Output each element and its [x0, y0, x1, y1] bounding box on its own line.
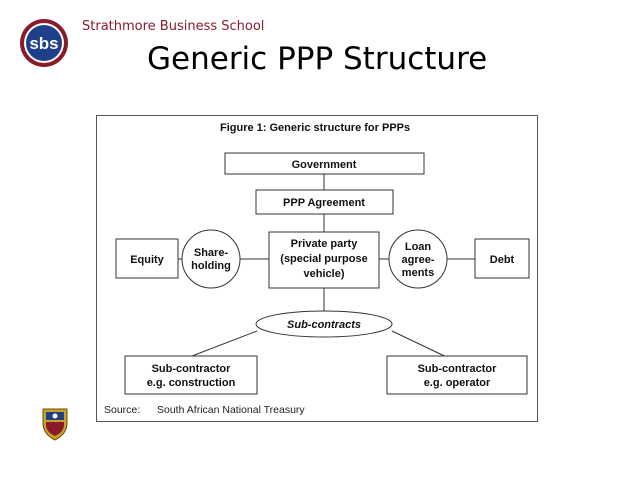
shareholding-circle: [181, 229, 241, 289]
ppp-agreement-box: [255, 189, 394, 215]
subcontractor-operator-box: [386, 355, 528, 395]
equity-box: [115, 238, 179, 279]
private-party-label-line3: vehicle): [304, 268, 345, 280]
ppp-agreement-label: PPP Agreement: [283, 197, 365, 209]
loan-label-line1: Loan: [405, 241, 432, 253]
subcontracts-ellipse: [255, 310, 393, 338]
equity-label: Equity: [130, 254, 164, 266]
logo-text: sbs: [29, 34, 58, 53]
slide-title: Generic PPP Structure: [147, 41, 488, 77]
source-label: Source:: [104, 404, 140, 416]
subcontractor-operator-line2: e.g. operator: [424, 377, 491, 389]
private-party-label-line1: Private party: [291, 238, 359, 250]
loan-agreements-circle: [388, 229, 448, 289]
private-party-label-line2: (special purpose: [280, 253, 367, 265]
subcontractor-operator-line1: Sub-contractor: [418, 363, 498, 375]
debt-box: [474, 238, 530, 279]
ppp-diagram: Figure 1: Generic structure for PPPs: [104, 122, 530, 416]
subcontractor-construction-line2: e.g. construction: [147, 377, 236, 389]
crest-icon: [42, 408, 68, 441]
shareholding-label-line1: Share-: [194, 247, 229, 259]
loan-label-line2: agree-: [401, 254, 434, 266]
subcontractor-construction-line1: Sub-contractor: [152, 363, 232, 375]
ppp-structure-figure: Figure 1: Generic structure for PPPs: [96, 115, 538, 422]
loan-label-line3: ments: [402, 267, 434, 279]
figure-caption: Figure 1: Generic structure for PPPs: [220, 122, 410, 134]
subcontracts-label: Sub-contracts: [287, 319, 361, 331]
debt-label: Debt: [490, 254, 515, 266]
sbs-logo: sbs: [20, 19, 68, 67]
private-party-box: [268, 231, 380, 289]
shareholding-label-line2: holding: [191, 260, 231, 272]
school-name: Strathmore Business School: [82, 19, 265, 34]
government-box: [224, 152, 425, 175]
source-value: South African National Treasury: [157, 404, 305, 416]
subcontractor-construction-box: [124, 355, 258, 395]
government-label: Government: [292, 159, 357, 171]
